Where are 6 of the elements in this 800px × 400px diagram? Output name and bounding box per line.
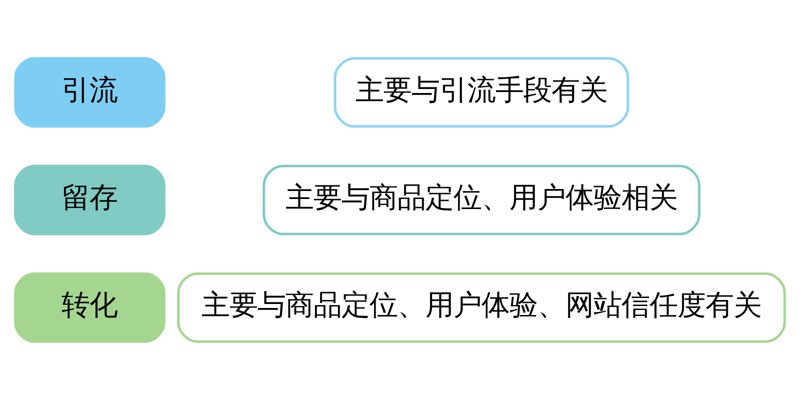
- node-box: 引流: [14, 57, 166, 128]
- node-box: 主要与商品定位、用户体验相关: [262, 164, 700, 236]
- node-box: 主要与引流手段有关: [334, 57, 630, 128]
- node-box: 留存: [14, 164, 166, 236]
- node-box: 转化: [14, 272, 166, 343]
- node-box: 主要与商品定位、用户体验、网站信任度有关: [177, 272, 786, 343]
